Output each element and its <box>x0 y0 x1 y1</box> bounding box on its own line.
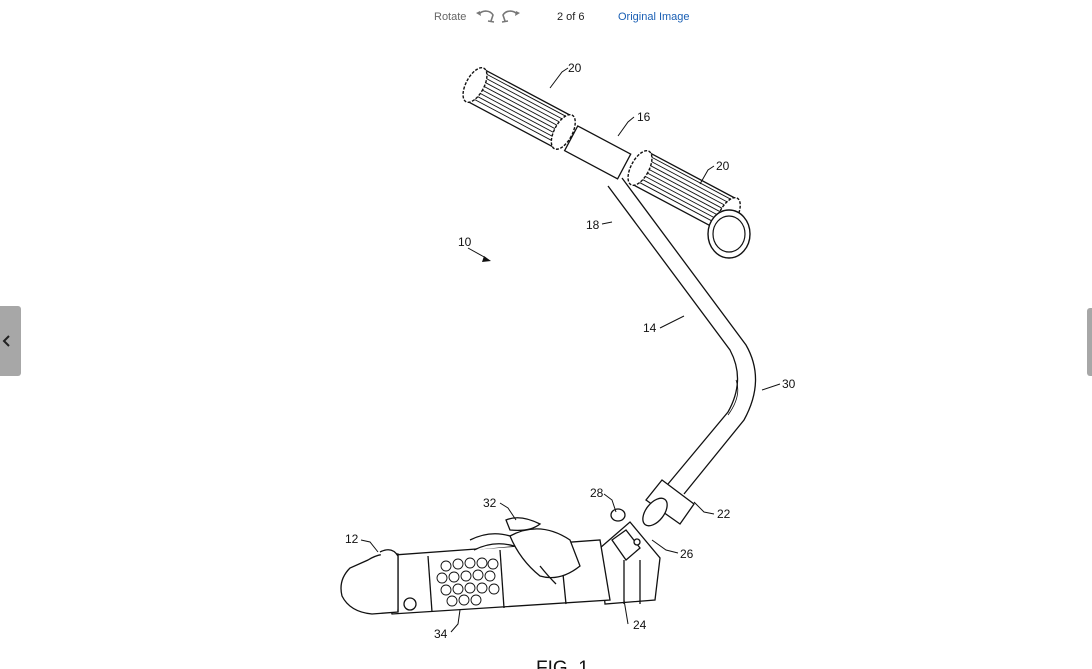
label-20-top: 20 <box>568 61 582 75</box>
label-32: 32 <box>483 496 497 510</box>
massager-body <box>341 518 610 614</box>
label-18: 18 <box>586 218 600 232</box>
label-34: 34 <box>434 627 448 641</box>
label-20-right: 20 <box>716 159 730 173</box>
label-28: 28 <box>590 486 604 500</box>
label-30: 30 <box>782 377 796 391</box>
label-12: 12 <box>345 532 359 546</box>
label-24: 24 <box>633 618 647 632</box>
figure-caption: FIG. 1 <box>536 658 589 669</box>
label-26: 26 <box>680 547 694 561</box>
label-14: 14 <box>643 321 657 335</box>
label-10: 10 <box>458 235 472 249</box>
label-16: 16 <box>637 110 651 124</box>
handlebar <box>458 64 750 258</box>
label-22: 22 <box>717 507 731 521</box>
